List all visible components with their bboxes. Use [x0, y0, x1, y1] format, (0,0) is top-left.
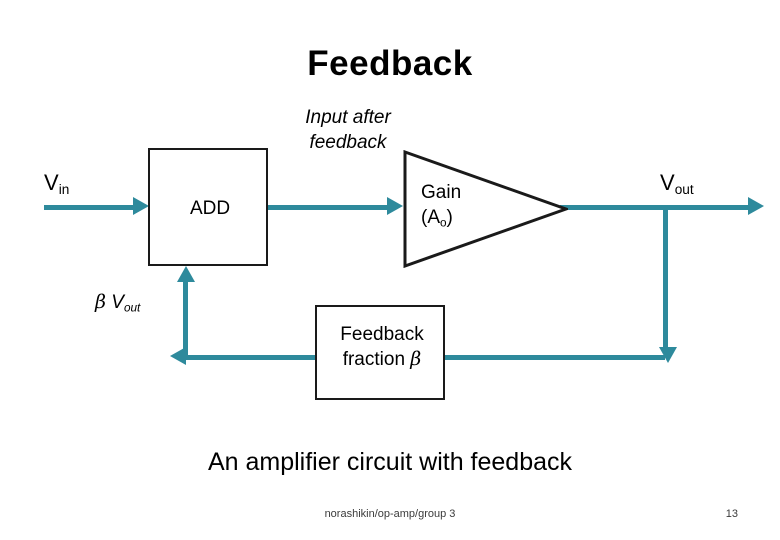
wire-output-tap-vertical: [663, 205, 668, 350]
arrow-feedback-up: [177, 266, 195, 282]
input-after-feedback-label: Input after feedback: [305, 107, 391, 153]
vin-subscript: in: [58, 181, 70, 197]
diagram-caption: An amplifier circuit with feedback: [207, 448, 573, 476]
beta-symbol: β: [95, 291, 106, 313]
wire-add-to-amp: [268, 205, 388, 210]
wire-amp-output: [560, 205, 750, 210]
beta-vout-letter: V: [111, 292, 124, 313]
amplifier-gain-line2: (A: [421, 207, 440, 228]
vin-letter: V: [44, 170, 59, 195]
wire-vin-to-add: [44, 205, 134, 210]
add-block: ADD: [148, 148, 268, 266]
footer-credit: norashikin/op-amp/group 3: [324, 508, 456, 520]
amplifier-label: Gain (Ao): [421, 180, 511, 235]
vout-label: Vout: [660, 170, 694, 197]
amplifier-gain-line1: Gain: [421, 182, 462, 203]
amplifier-triangle-icon: [403, 149, 571, 269]
wire-feedback-up-to-add: [183, 281, 188, 357]
feedback-fraction-line2: fraction: [342, 349, 411, 370]
amplifier-gain-subscript: o: [440, 216, 447, 230]
amplifier-block: Gain (Ao): [403, 149, 571, 269]
page-title: Feedback: [307, 44, 473, 83]
feedback-fraction-label: Feedback fraction β: [317, 322, 447, 372]
vout-subscript: out: [674, 181, 694, 197]
wire-tap-to-feedback-box: [445, 355, 665, 360]
footer-page-number: 13: [725, 508, 738, 520]
arrow-amp-output: [748, 197, 764, 215]
arrow-add-to-amp: [387, 197, 403, 215]
arrow-vin-to-add: [133, 197, 149, 215]
arrow-feedback-left: [170, 347, 186, 365]
beta-vout-label: β Vout: [95, 291, 140, 314]
vin-label: Vin: [44, 170, 69, 197]
beta-vout-subscript: out: [123, 301, 141, 315]
wire-feedback-to-sum: [185, 355, 317, 360]
feedback-beta-symbol: β: [410, 348, 422, 370]
feedback-fraction-line1: Feedback: [340, 324, 424, 345]
amplifier-gain-line2-end: ): [446, 207, 453, 228]
feedback-fraction-block: Feedback fraction β: [315, 305, 445, 400]
vout-letter: V: [660, 170, 675, 195]
add-block-label: ADD: [189, 198, 231, 219]
